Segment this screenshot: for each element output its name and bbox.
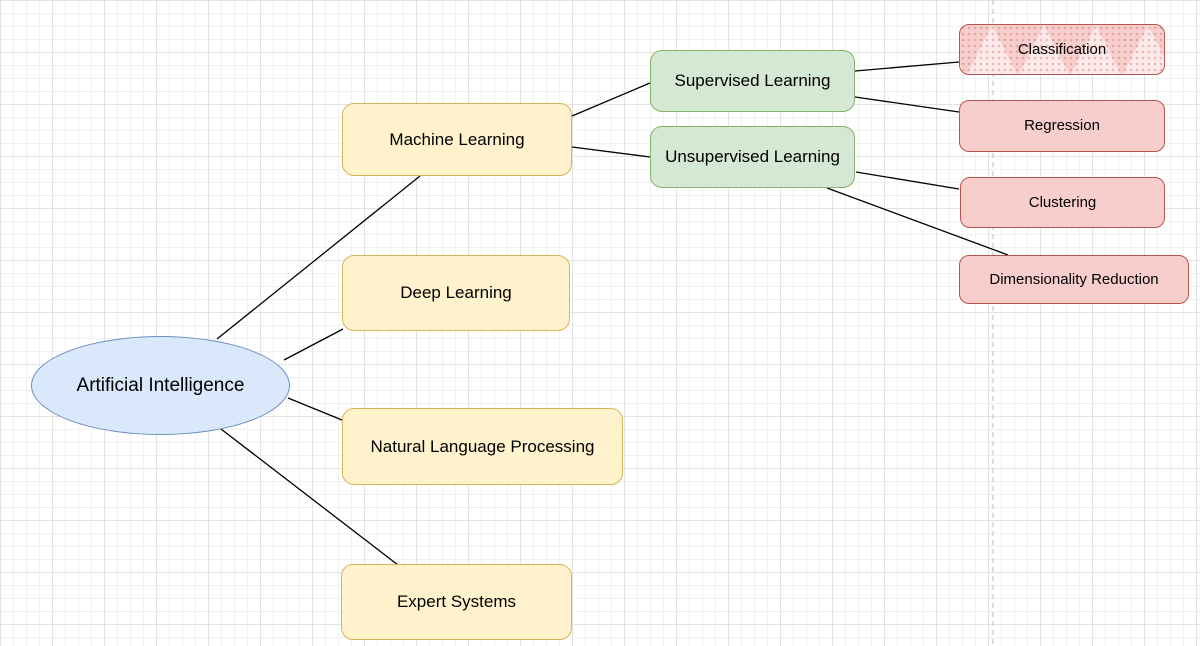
edge-ul-clu[interactable]: [855, 171, 960, 190]
edge-ai-nlp[interactable]: [287, 397, 343, 421]
node-label: Artificial Intelligence: [76, 374, 245, 396]
node-label: Machine Learning: [389, 129, 525, 149]
node-supervised-learning[interactable]: Supervised Learning: [650, 50, 855, 112]
node-regression[interactable]: Regression: [959, 100, 1165, 152]
node-label: Natural Language Processing: [370, 436, 595, 456]
edge-sl-reg[interactable]: [854, 96, 960, 113]
node-artificial-intelligence[interactable]: Artificial Intelligence: [31, 336, 290, 435]
edge-ul-dim[interactable]: [826, 187, 1009, 256]
node-natural-language-processing[interactable]: Natural Language Processing: [342, 408, 623, 485]
node-machine-learning[interactable]: Machine Learning: [342, 103, 572, 176]
edge-sl-cls[interactable]: [854, 61, 960, 72]
node-unsupervised-learning[interactable]: Unsupervised Learning: [650, 126, 855, 188]
node-expert-systems[interactable]: Expert Systems: [341, 564, 572, 640]
node-label: Dimensionality Reduction: [989, 270, 1159, 288]
node-label: Unsupervised Learning: [665, 147, 840, 167]
edge-ai-ml[interactable]: [216, 175, 421, 340]
node-label: Classification: [1017, 40, 1107, 58]
node-clustering[interactable]: Clustering: [960, 177, 1165, 228]
node-classification[interactable]: Classification: [959, 24, 1165, 75]
edge-ai-es[interactable]: [220, 428, 399, 566]
node-label: Clustering: [1028, 193, 1097, 211]
node-label: Expert Systems: [396, 592, 517, 612]
node-deep-learning[interactable]: Deep Learning: [342, 255, 570, 331]
edge-ai-dl[interactable]: [283, 328, 344, 361]
node-label: Regression: [1024, 117, 1100, 135]
edge-ml-sl[interactable]: [571, 82, 651, 117]
node-label: Deep Learning: [400, 283, 512, 303]
edge-ml-ul[interactable]: [571, 146, 651, 158]
node-label: Supervised Learning: [674, 71, 831, 91]
node-dimensionality-reduction[interactable]: Dimensionality Reduction: [959, 255, 1189, 304]
